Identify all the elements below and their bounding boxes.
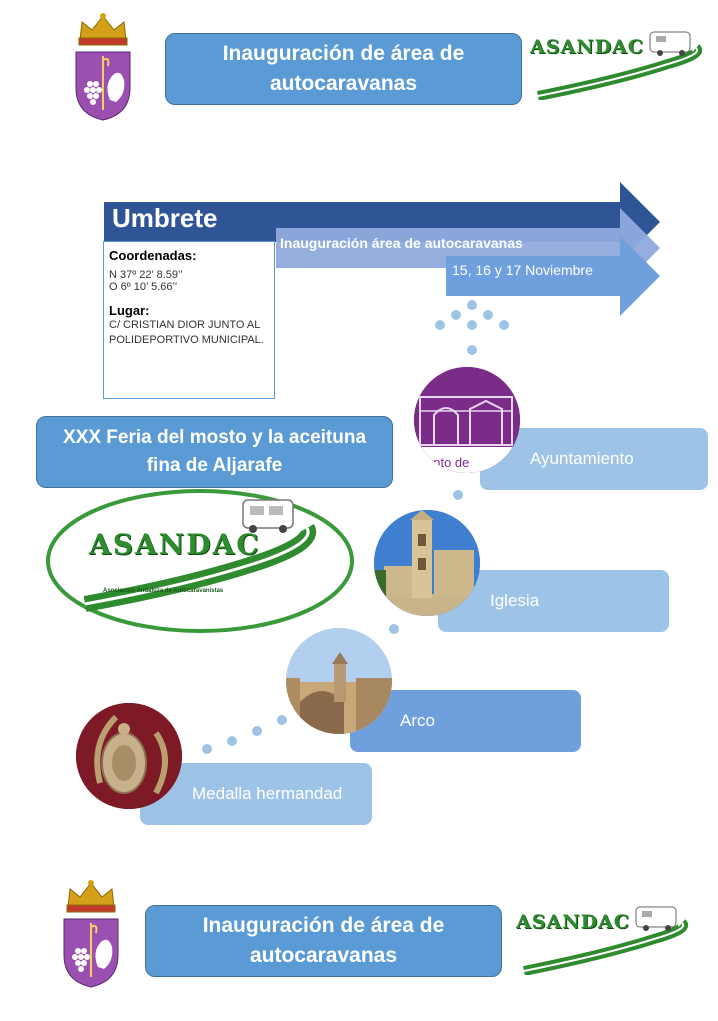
- place-text: C/ CRISTIAN DIOR JUNTO AL POLIDEPORTIVO …: [109, 319, 264, 346]
- dot: [389, 624, 399, 634]
- timeline-place: Umbrete: [112, 203, 218, 233]
- dot: [453, 490, 463, 500]
- label-ayuntamiento: Ayuntamiento: [480, 428, 708, 490]
- timeline-dates: 15, 16 y 17 Noviembre: [452, 262, 593, 278]
- asandac-logo-bottom: ASANDAC: [514, 903, 694, 976]
- footer-title-line1: Inauguración de área de: [202, 914, 445, 937]
- header-title-line2: autocaravanas: [269, 72, 418, 95]
- dot: [277, 715, 287, 725]
- footer-title-line2: autocaravanas: [249, 944, 398, 967]
- dot: [451, 310, 461, 320]
- photo-arco: [286, 628, 392, 734]
- dot: [227, 736, 237, 746]
- dot: [499, 320, 509, 330]
- info-box: Coordenadas: N 37º 22’ 8.59’’ O 6º 10’ 5…: [103, 241, 275, 399]
- label-arco-text: Arco: [400, 711, 435, 730]
- footer-title-banner: Inauguración de área de autocaravanas: [145, 905, 502, 977]
- label-ayuntamiento-text: Ayuntamiento: [530, 449, 634, 468]
- dot: [467, 320, 477, 330]
- crest-top: [70, 10, 136, 122]
- header-title-line1: Inauguración de área de: [222, 42, 465, 65]
- asandac-logo-top: ASANDAC: [528, 28, 708, 101]
- photo-iglesia: [374, 510, 480, 616]
- feria-line2: fina de Aljarafe: [146, 455, 283, 476]
- dot: [467, 345, 477, 355]
- photo-medalla: [76, 703, 182, 809]
- dot: [252, 726, 262, 736]
- dot: [483, 310, 493, 320]
- asandac-logo-top-text: ASANDAC: [530, 36, 644, 58]
- coords-title: Coordenadas:: [109, 248, 197, 263]
- coords-lon: O 6º 10’ 5.66’’: [109, 281, 178, 293]
- header-title-banner: Inauguración de área de autocaravanas: [165, 33, 522, 105]
- dot: [467, 300, 477, 310]
- asandac-logo-main-subtitle: Asociación Andaluza de Autocaravanistas: [103, 588, 224, 594]
- dot: [435, 320, 445, 330]
- asandac-logo-bottom-text: ASANDAC: [516, 911, 630, 933]
- photo-ayuntamiento: ento de: [414, 367, 520, 473]
- label-iglesia-text: Iglesia: [490, 591, 540, 610]
- label-medalla-text: Medalla hermandad: [192, 784, 343, 803]
- feria-banner: XXX Feria del mosto y la aceituna fina d…: [36, 416, 393, 488]
- timeline-event: Inauguración área de autocaravanas: [280, 235, 523, 251]
- photo-ayuntamiento-text: ento de: [426, 455, 470, 470]
- dot: [202, 744, 212, 754]
- crest-bottom: [58, 877, 124, 989]
- coords-lat: N 37º 22’ 8.59’’: [109, 269, 183, 281]
- asandac-logo-main: ASANDAC Asociación Andaluza de Autocarav…: [45, 488, 355, 634]
- place-title: Lugar:: [109, 303, 150, 318]
- label-arco: Arco: [350, 690, 581, 752]
- feria-line1: XXX Feria del mosto y la aceituna: [62, 427, 367, 448]
- asandac-logo-main-text: ASANDAC: [89, 528, 261, 561]
